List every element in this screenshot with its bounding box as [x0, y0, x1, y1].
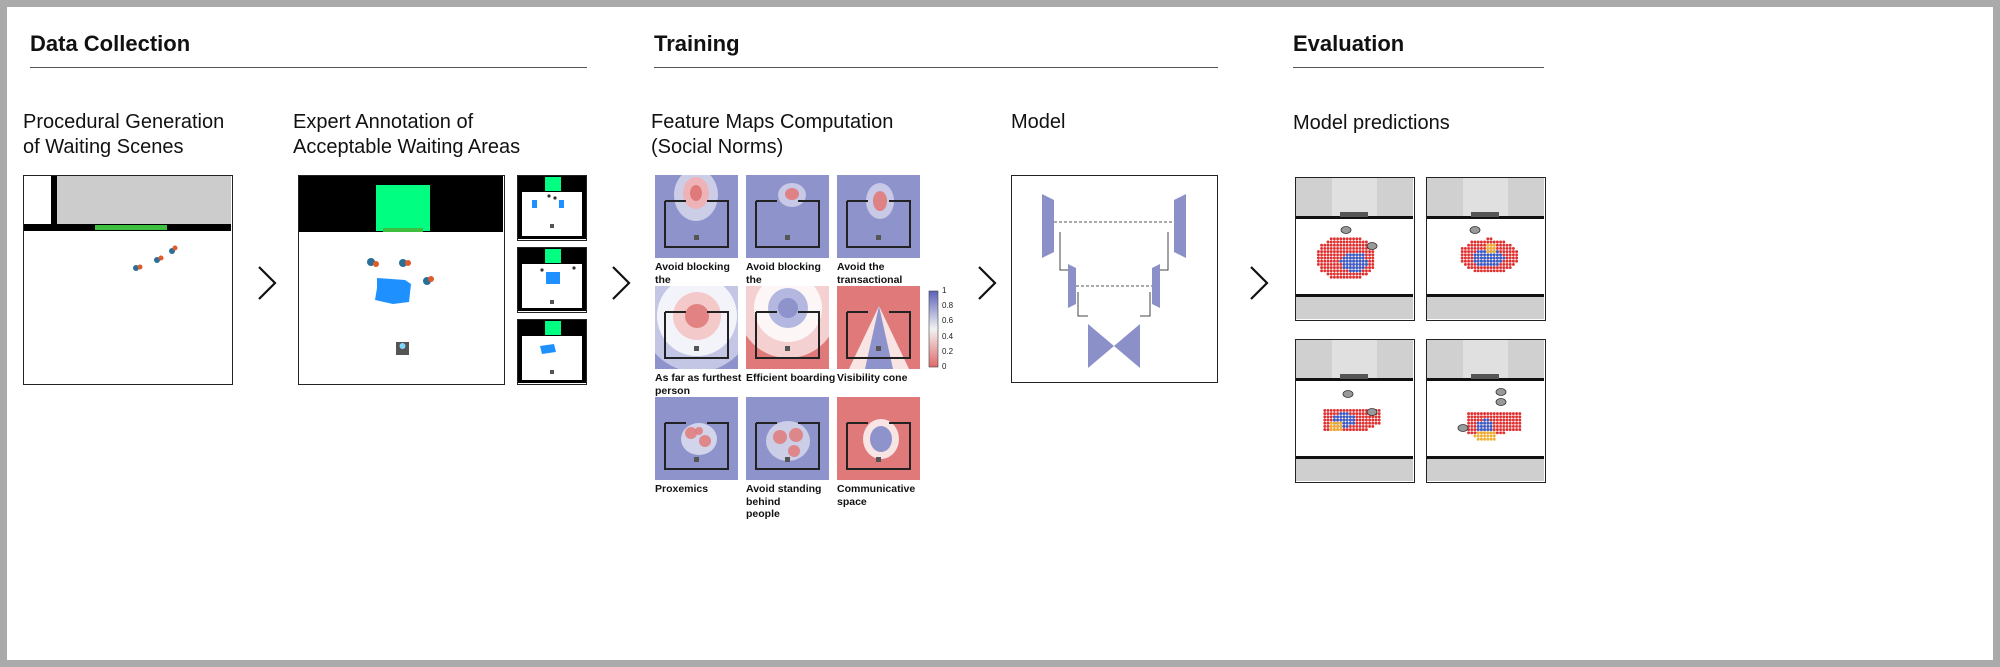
feature-map-commands	[746, 175, 829, 258]
feature-map-label: Avoid standing behind people	[746, 483, 822, 520]
prediction-panel-3	[1295, 339, 1415, 483]
feature-map-label: Visibility cone	[837, 372, 908, 384]
feature-map-label: Proxemics	[655, 483, 709, 495]
annotation-thumb-1	[517, 175, 587, 241]
colorbar-tick-label: 0.8	[942, 301, 954, 311]
step-title-procedural: Procedural Generation of Waiting Scenes	[23, 111, 225, 158]
colorbar-tick-label: 1	[942, 286, 947, 295]
prediction-panel-1	[1295, 177, 1415, 321]
model-diagram-panel	[1011, 175, 1218, 383]
feature-map-visibility	[837, 286, 920, 369]
feature-map-furthest	[655, 286, 738, 369]
section-rule-evaluation	[1293, 67, 1544, 68]
section-title-training: Training	[654, 31, 740, 56]
arrow-right-icon	[611, 265, 631, 301]
colorbar: 1 0.8 0.6 0.4 0.2 0	[928, 286, 978, 371]
section-title-evaluation: Evaluation	[1293, 31, 1405, 56]
prediction-panel-4	[1426, 339, 1546, 483]
prediction-image-2	[1427, 178, 1544, 319]
arrow-right-icon	[1249, 265, 1269, 301]
section-title-data-collection: Data Collection	[30, 31, 191, 56]
colorbar-tick-label: 0	[942, 362, 947, 371]
expert-annotation-panel	[298, 175, 505, 385]
feature-map-communicative	[837, 397, 920, 480]
prediction-image-1	[1296, 178, 1413, 319]
arrow-right-icon	[977, 265, 997, 301]
colorbar-tick-label: 0.4	[942, 331, 954, 341]
prediction-image-3	[1296, 340, 1413, 481]
unet-model-diagram	[1042, 194, 1186, 368]
feature-map-label: Communicative space	[837, 483, 916, 508]
prediction-panel-2	[1426, 177, 1546, 321]
annotation-thumb-3	[517, 319, 587, 385]
step-title-predictions: Model predictions	[1293, 112, 1450, 134]
feature-map-door	[655, 175, 738, 258]
feature-map-boarding	[746, 286, 829, 369]
step-title-feature: Feature Maps Computation (Social Norms)	[651, 111, 894, 158]
feature-map-behind	[746, 397, 829, 480]
section-rule-training	[654, 67, 1218, 68]
annotation-thumb-2	[517, 247, 587, 313]
procedural-scene-image	[24, 176, 231, 383]
feature-maps-grid: Avoid blocking the doorAvoid blocking th…	[655, 175, 995, 520]
feature-map-proxemics	[655, 397, 738, 480]
procedural-scene-panel	[23, 175, 233, 385]
step-title-model: Model	[1011, 111, 1066, 133]
colorbar-tick-label: 0.2	[942, 346, 954, 356]
feature-map-transactional	[837, 175, 920, 258]
step-title-expert: Expert Annotation of Acceptable Waiting …	[293, 111, 521, 158]
colorbar-tick-label: 0.6	[942, 316, 954, 326]
prediction-image-4	[1427, 340, 1544, 481]
feature-map-label: Efficient boarding	[746, 372, 836, 384]
expert-annotation-image	[299, 176, 503, 383]
feature-map-label: As far as furthest person	[655, 372, 742, 397]
section-rule-data-collection	[30, 67, 587, 68]
arrow-right-icon	[257, 265, 277, 301]
